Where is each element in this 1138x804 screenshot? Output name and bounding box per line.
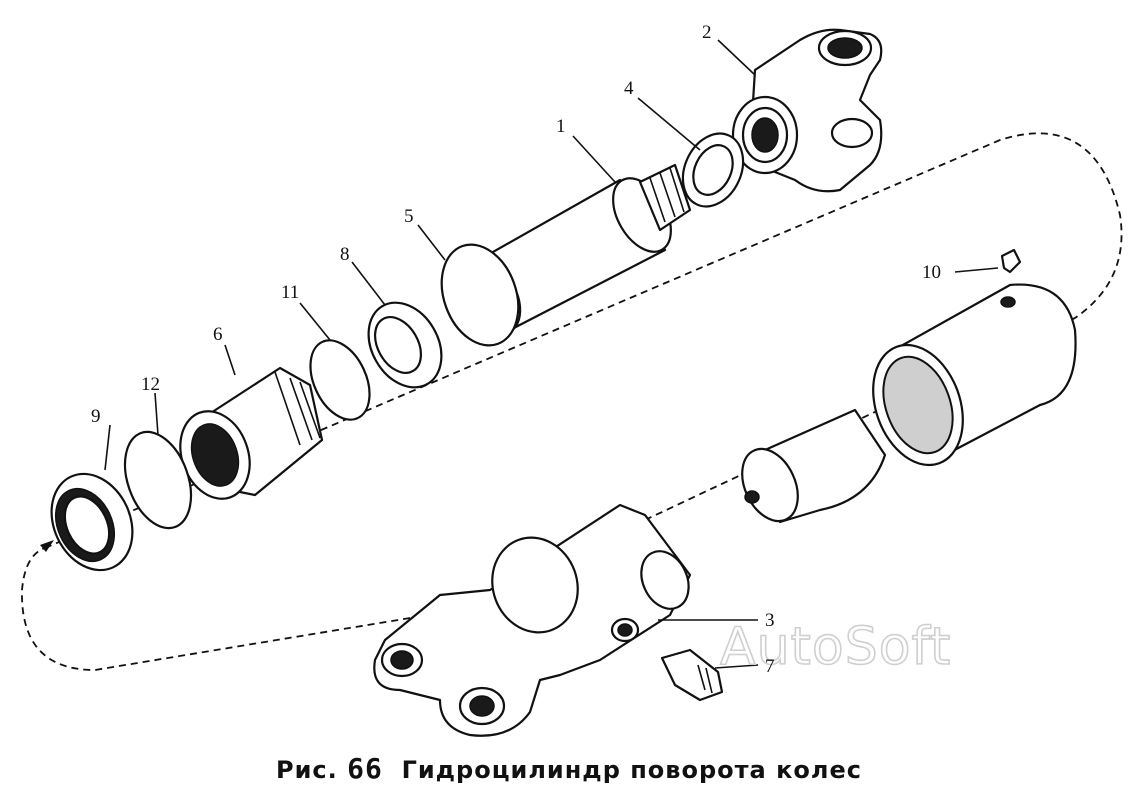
leader-8 xyxy=(351,261,386,306)
leader-10 xyxy=(954,267,999,273)
leader-5 xyxy=(417,224,446,261)
figure-caption: Рис. 66 Гидроцилиндр поворота колес xyxy=(0,752,1138,785)
part-4-lock-ring xyxy=(681,132,745,208)
part-11-o-ring xyxy=(309,339,371,421)
caption-prefix: Рис. xyxy=(276,756,338,784)
watermark: AutoSoft xyxy=(720,617,951,677)
callout-8: 8 xyxy=(340,244,350,265)
cylinder-barrel xyxy=(872,283,1077,467)
part-3-bottom-head xyxy=(373,503,692,737)
part-10-plug xyxy=(1000,248,1022,274)
callout-7: 7 xyxy=(765,656,775,677)
leader-12 xyxy=(154,392,159,436)
assembly-arrow xyxy=(40,540,54,552)
cylinder-sleeve xyxy=(741,408,887,524)
leader-4 xyxy=(637,97,701,151)
leader-2 xyxy=(717,39,756,76)
callout-6: 6 xyxy=(213,324,223,345)
part-9-seal xyxy=(50,472,134,572)
callout-5: 5 xyxy=(404,206,414,227)
callout-11: 11 xyxy=(281,282,299,303)
leader-6 xyxy=(224,344,236,376)
leader-9 xyxy=(104,424,111,471)
callout-9: 9 xyxy=(91,406,101,427)
callout-4: 4 xyxy=(624,78,634,99)
callout-3: 3 xyxy=(765,610,775,631)
part-12-o-ring xyxy=(123,430,193,530)
part-7-grease-nipple xyxy=(660,648,724,702)
callout-2: 2 xyxy=(702,22,712,43)
callout-1: 1 xyxy=(556,116,566,137)
part-5-snap-ring xyxy=(440,243,520,347)
leader-11 xyxy=(299,302,331,341)
caption-figure-number: 66 xyxy=(347,752,383,785)
leader-7 xyxy=(714,664,759,669)
callout-12: 12 xyxy=(141,374,160,395)
callout-10: 10 xyxy=(922,262,941,283)
part-6-piston xyxy=(179,366,324,500)
part-8-ring xyxy=(367,301,443,389)
assembly-outline-dashed xyxy=(21,132,1123,671)
leader-1 xyxy=(572,135,616,183)
part-2-fork xyxy=(731,28,883,193)
caption-title: Гидроцилиндр поворота колес xyxy=(401,756,862,784)
